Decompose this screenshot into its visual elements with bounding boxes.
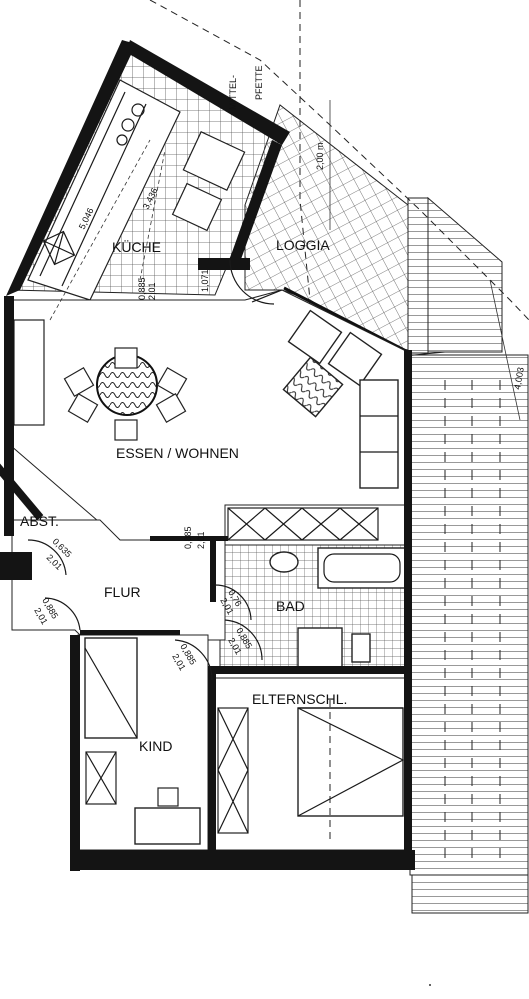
kitchen-counter (27, 79, 181, 301)
room-label-kind: KIND (139, 738, 172, 754)
bathroom (219, 544, 411, 671)
walls (0, 40, 415, 871)
door-dim: 0,885 (183, 526, 193, 549)
shower-tray (297, 627, 343, 669)
kitchen (9, 47, 281, 301)
wardrobe (217, 707, 249, 834)
door-dim: 1,071 (200, 269, 210, 292)
desk (134, 807, 201, 845)
chair (114, 419, 138, 441)
armchair (287, 309, 343, 365)
sofa (359, 379, 399, 489)
door-dim: 2,01 (196, 531, 206, 549)
roof-structure (403, 196, 529, 914)
chair (63, 367, 95, 397)
storage-unit (227, 507, 379, 541)
chair (155, 393, 187, 423)
door-dim: 0,885 (137, 277, 147, 300)
sink-icon (42, 230, 76, 266)
room-label-essen-wohnen: ESSEN / WOHNEN (116, 445, 239, 461)
room-label-kueche: KÜCHE (112, 238, 161, 255)
chair (114, 347, 138, 369)
sideboard (13, 319, 45, 426)
armchair (327, 331, 383, 387)
coffee-table (282, 356, 344, 418)
kind-room (77, 634, 209, 851)
room-label-bad: BAD (276, 598, 305, 614)
dim-4003: 4,003 (512, 366, 526, 390)
door-dim: 2,01 (147, 282, 157, 300)
stray-mark (429, 984, 431, 986)
room-label-abst: ABST. (20, 513, 59, 529)
double-bed (297, 707, 404, 817)
eltern-room (211, 677, 411, 851)
room-label-loggia: LOGGIA (276, 237, 330, 253)
dim-200: 2,00 m (315, 142, 325, 170)
cooktop-icon (121, 118, 135, 132)
mittelpfette-label-2: PFETTE (254, 65, 264, 100)
room-label-flur: FLUR (104, 584, 141, 600)
chair (67, 393, 99, 423)
toilet (351, 633, 371, 663)
ridge-line (149, 0, 529, 321)
bed (84, 637, 138, 739)
flur-abst (11, 519, 226, 641)
mittelpfette-label: MITTEL- (228, 75, 238, 110)
dimension-lines (49, 100, 521, 421)
door-swings (27, 259, 283, 681)
room-label-elternschl: ELTERNSCHL. (252, 691, 347, 707)
washbasin (269, 551, 299, 573)
essen-wohnen-area (9, 289, 409, 541)
chair (156, 367, 188, 397)
chair (157, 787, 179, 807)
